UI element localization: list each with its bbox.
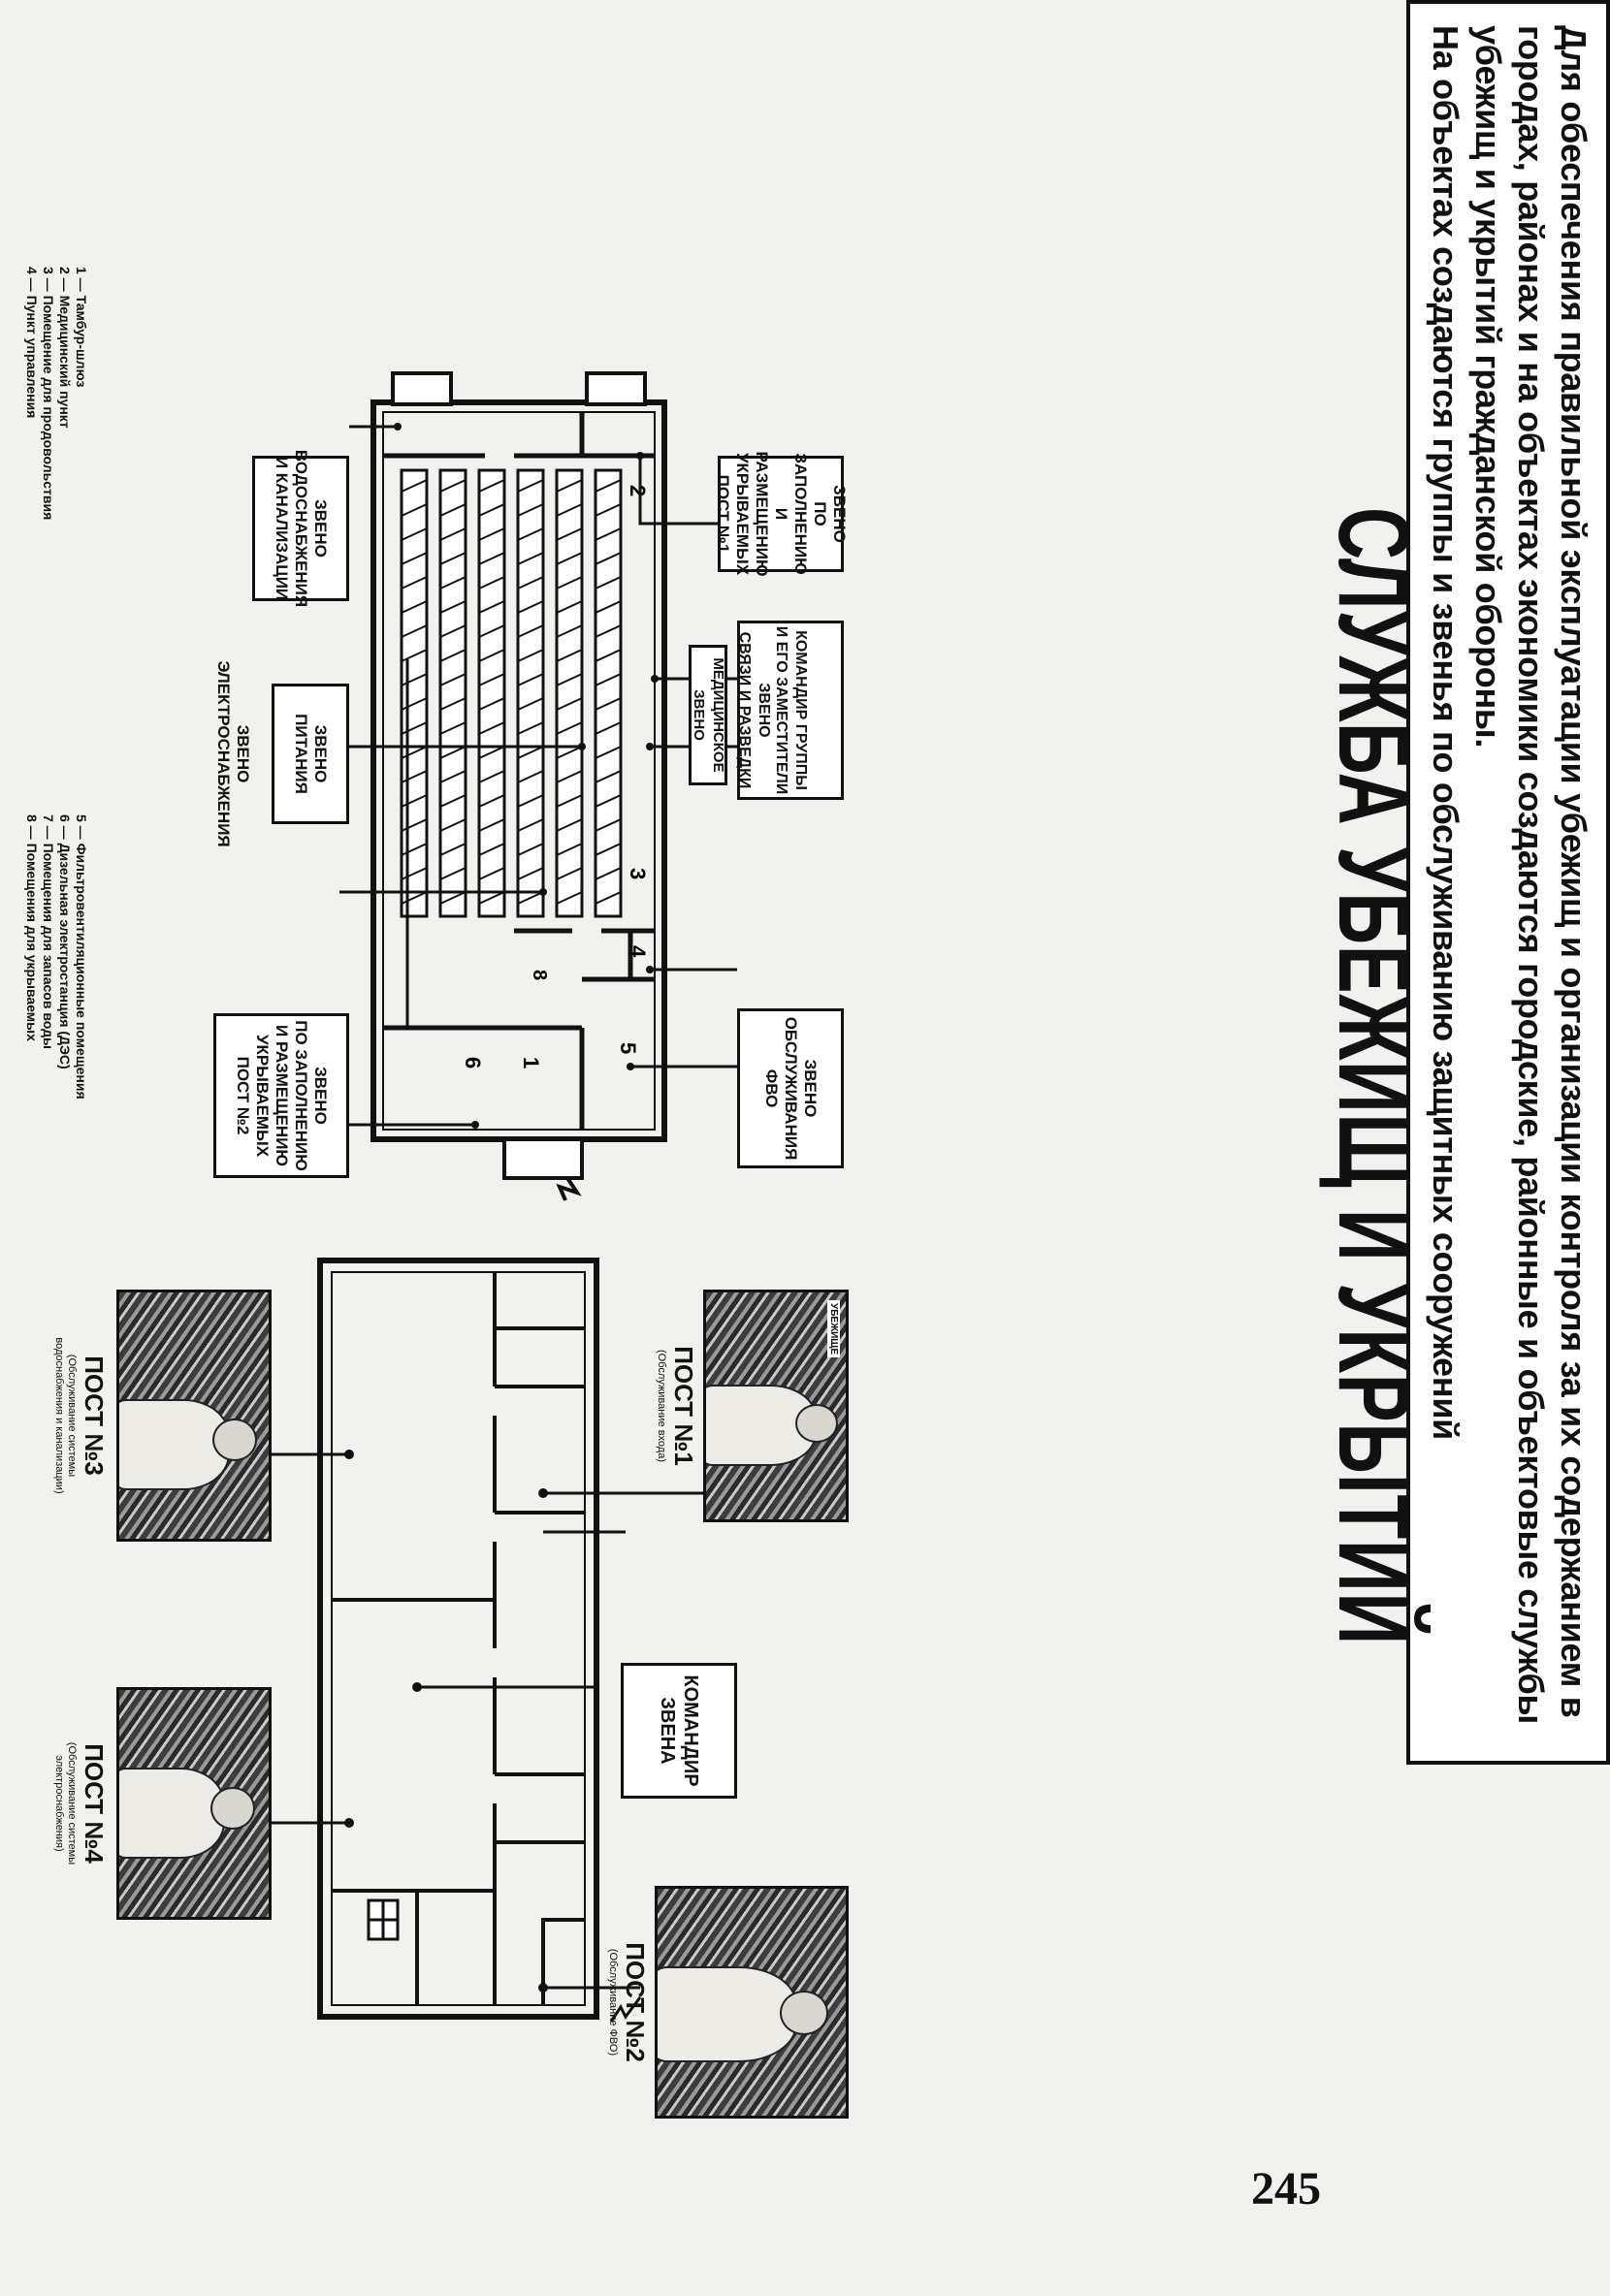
post1-subtitle: (Обслуживание входа) — [656, 1350, 667, 1462]
post-plan-inner-wall — [331, 1271, 586, 2006]
bunk-hatching — [401, 479, 622, 905]
plan-entrances — [391, 371, 647, 1201]
plan-partitions — [383, 412, 655, 1130]
plan-label-1: 1 — [519, 1057, 543, 1068]
photo-post3 — [116, 1290, 272, 1542]
legend-item: 4 — Пункт управления — [24, 267, 40, 419]
person-figure — [116, 1768, 225, 1859]
unit-box-commander-group-text: КОМАНДИР ГРУППЫ И ЕГО ЗАМЕСТИТЕЛИ — [773, 625, 809, 795]
person-head — [212, 1419, 257, 1461]
plan-label-6: 6 — [461, 1057, 485, 1068]
page-number: 245 — [1251, 2163, 1321, 2215]
legend-item: 2 — Медицинский пункт — [57, 267, 73, 429]
post3-title: ПОСТ №3 — [80, 1355, 109, 1476]
post-plan-partitions — [332, 1272, 585, 2005]
post2-subtitle: (Обслуживание ФВО) — [607, 1948, 619, 2057]
post4-title: ПОСТ №4 — [80, 1743, 109, 1864]
unit-box-food: ЗВЕНО ПИТАНИЯ — [272, 684, 349, 824]
unit-box-unit-commander: КОМАНДИР ЗВЕНА — [621, 1663, 737, 1799]
photo-sign: УБЕЖИЩЕ — [827, 1300, 840, 1358]
post-plan-details — [367, 1898, 642, 2023]
unit-box-fvo-service: ЗВЕНО ОБСЛУЖИВАНИЯ ФВО — [737, 1008, 844, 1168]
person-head — [210, 1787, 255, 1830]
post-leader-lines — [272, 1452, 703, 1990]
legend-item: 6 — Дизельная электростанция (ДЭС) — [57, 814, 73, 1069]
unit-box-filling-post2: ЗВЕНО ПО ЗАПОЛНЕНИЮ И РАЗМЕЩЕНИЮ УКРЫВАЕ… — [213, 1013, 349, 1178]
unit-box-water-sewage: ЗВЕНО ВОДОСНАБЖЕНИЯ И КАНАЛИЗАЦИИ — [252, 450, 349, 607]
post4-subtitle: (Обслуживание системы электроснабжения) — [53, 1741, 78, 1866]
plan-inner-wall — [382, 411, 656, 1131]
unit-box-power: ЗВЕНО ЭЛЕКТРОСНАБЖЕНИЯ — [214, 660, 252, 847]
photo-post4 — [116, 1687, 272, 1920]
photo-post2 — [655, 1886, 849, 2119]
legend-item: 5 — Фильтровентиляционные помещения — [74, 814, 89, 1100]
post-plan-outer-wall — [317, 1258, 599, 2020]
plan-label-2: 2 — [626, 485, 650, 496]
unit-box-filling-post1: ЗВЕНО ПО ЗАПОЛНЕНИЮ И РАЗМЕЩЕНИЮ УКРЫВАЕ… — [714, 451, 849, 577]
plan-label-4: 4 — [626, 945, 650, 958]
unit-box-comms-recon: ЗВЕНО СВЯЗИ И РАЗВЕДКИ — [736, 631, 773, 789]
post3-subtitle: (Обслуживание системы водоснабжения и ка… — [53, 1337, 78, 1494]
post1-title: ПОСТ №1 — [669, 1346, 698, 1466]
legend-left: 1 — Тамбур-шлюз 2 — Медицинский пункт 3 … — [23, 267, 89, 520]
bunk-rows — [400, 468, 623, 918]
legend-item: 3 — Помещение для продовольствия — [41, 267, 56, 521]
person-figure — [655, 1966, 797, 2062]
unit-box-medical: МЕДИЦИНСКОЕ ЗВЕНО — [689, 645, 727, 785]
plan-label-3: 3 — [626, 868, 650, 879]
post2-title: ПОСТ №2 — [621, 1942, 650, 2062]
plan-label-5: 5 — [616, 1042, 640, 1054]
legend-item: 7 — Помещения для запасов воды — [41, 814, 56, 1049]
legend-item: 1 — Тамбур-шлюз — [74, 267, 89, 388]
person-head — [795, 1404, 838, 1443]
leader-dots — [394, 423, 659, 1129]
plan-label-8: 8 — [529, 970, 550, 980]
legend-item: 8 — Помещения для укрываемых — [24, 814, 40, 1041]
post-leader-dots — [344, 1450, 548, 1993]
person-head — [780, 1991, 828, 2035]
legend-right: 5 — Фильтровентиляционные помещения 6 — … — [23, 814, 89, 1100]
photo-post1: УБЕЖИЩЕ — [703, 1290, 849, 1522]
